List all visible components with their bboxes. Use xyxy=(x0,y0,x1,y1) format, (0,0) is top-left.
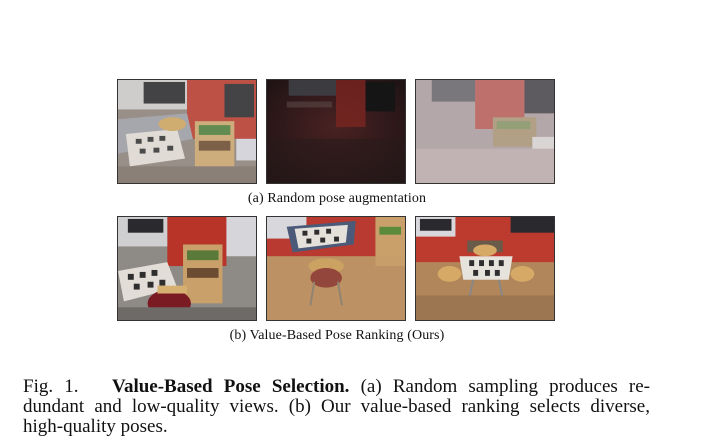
ranked-pose-image-2 xyxy=(266,216,406,321)
caption-line-3: high-quality poses. xyxy=(23,416,168,437)
ranked-pose-image-1 xyxy=(117,216,257,321)
random-pose-image-3 xyxy=(415,79,555,184)
random-pose-image-2 xyxy=(266,79,406,184)
figure-label: Fig. 1. xyxy=(23,376,79,397)
ranked-pose-image-3 xyxy=(415,216,555,321)
subcaption-a: (a) Random pose augmentation xyxy=(247,191,427,206)
figure-caption: Fig. 1. Value-Based Pose Selection. (a) … xyxy=(23,377,650,437)
random-pose-row xyxy=(117,79,555,184)
subcaption-b: (b) Value-Based Pose Ranking (Ours) xyxy=(229,328,445,343)
caption-title: Value-Based Pose Selection. xyxy=(111,376,350,397)
caption-line-2: dundant and low-quality views. (b) Our v… xyxy=(23,396,650,417)
value-based-pose-row xyxy=(117,216,555,321)
caption-line-1: Fig. 1. Value-Based Pose Selection. (a) … xyxy=(23,377,650,397)
caption-text-1: (a) Random sampling produces re- xyxy=(360,376,651,397)
random-pose-image-1 xyxy=(117,79,257,184)
